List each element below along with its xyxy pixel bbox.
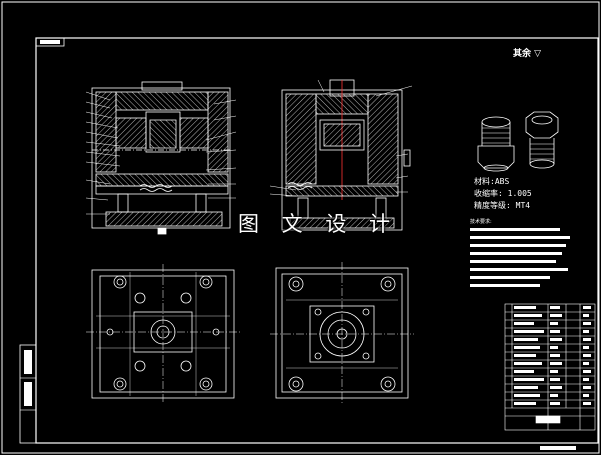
tech-requirements-title: 技术要求:: [470, 219, 492, 225]
surface-roughness-note: 其余 ▽: [513, 49, 542, 59]
callouts-left: [85, 91, 237, 215]
shrinkage-label: 收缩率: 1.005: [474, 189, 532, 198]
watermark: 图 文 设 计: [238, 212, 399, 236]
material-label: 材料:ABS: [474, 177, 510, 186]
section-view-left: [91, 81, 231, 235]
title-block-text-bars: [514, 306, 591, 450]
tech-requirements-lines: [470, 228, 570, 287]
part-isometric-1: [477, 116, 515, 172]
title-block: [504, 303, 596, 431]
section-view-right: [281, 79, 411, 231]
plan-view-right: [270, 262, 414, 404]
tolerance-label: 精度等级: MT4: [474, 201, 531, 210]
callouts-right: [269, 79, 413, 197]
part-isometric-2: [525, 111, 559, 169]
label-boxes: [24, 40, 60, 406]
plan-view-left: [86, 264, 240, 404]
